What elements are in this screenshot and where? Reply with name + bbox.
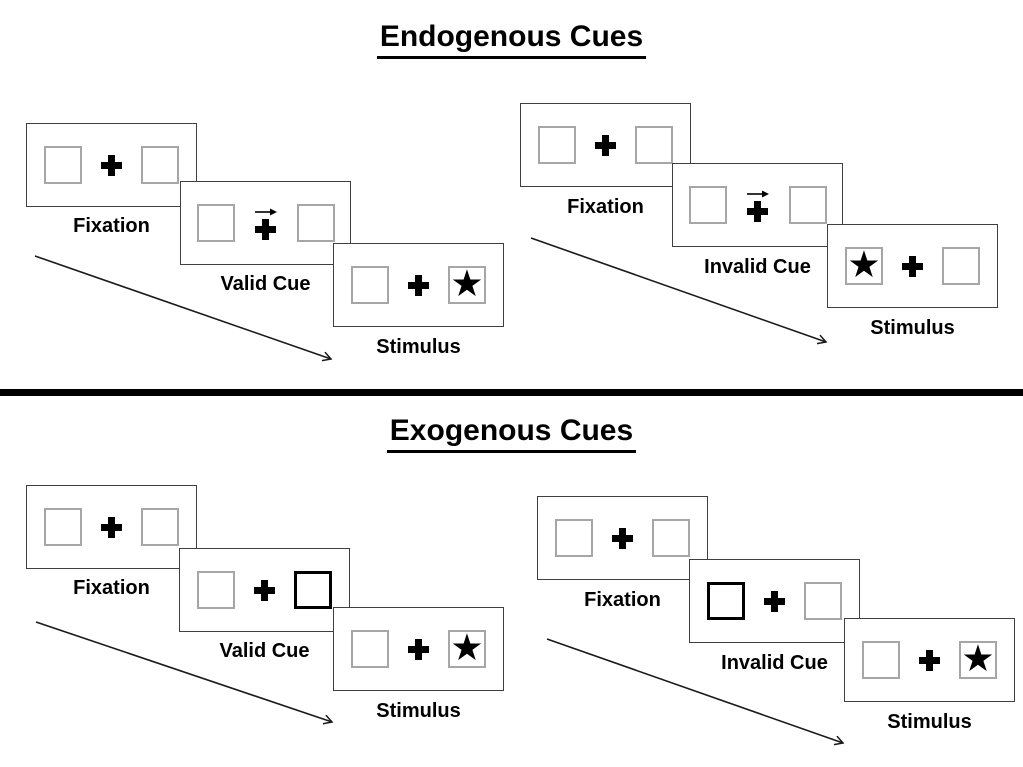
fixation-cross-icon (747, 200, 768, 222)
section-divider (0, 389, 1023, 396)
exo-valid-stimulus-panel: ★ (333, 607, 504, 691)
exogenous-title-text: Exogenous Cues (386, 414, 637, 453)
fixation-cross-icon (101, 516, 122, 538)
star-icon: ★ (961, 636, 995, 680)
fixation-cross-icon (101, 154, 122, 176)
fixation-cross-icon (408, 638, 429, 660)
cue-stack (254, 207, 278, 240)
exo-invalid-cue-panel (689, 559, 860, 643)
right-box (635, 126, 673, 164)
fixation-cross-icon (919, 649, 940, 671)
exo-invalid-stimulus-panel: ★ (844, 618, 1015, 702)
right-box-with-star: ★ (959, 636, 997, 680)
panel-label: Invalid Cue (721, 652, 828, 674)
sequence-arrow (34, 255, 338, 364)
right-box-with-star: ★ (448, 261, 486, 305)
right-box (141, 508, 179, 546)
panel-label: Stimulus (870, 317, 955, 339)
panel-label: Fixation (73, 577, 150, 599)
right-box (296, 204, 335, 242)
panel-label: Stimulus (376, 700, 461, 722)
endo-valid-fixation-panel (26, 123, 197, 207)
fixation-cross-icon (254, 579, 275, 601)
star-icon: ★ (847, 242, 881, 286)
sequence-arrow (546, 638, 849, 749)
right-box (141, 146, 179, 184)
left-box (538, 126, 576, 164)
endo-invalid-stimulus-panel: ★ (827, 224, 998, 308)
fixation-cross-icon (612, 527, 633, 549)
exogenous-section-title: Exogenous Cues (0, 414, 1023, 453)
endo-invalid-fixation-panel (520, 103, 691, 187)
panel-label: Valid Cue (219, 640, 310, 662)
panel-label: Invalid Cue (704, 256, 811, 278)
endo-valid-cue-panel (180, 181, 351, 265)
fixation-cross-icon (595, 134, 616, 156)
star-icon: ★ (450, 625, 484, 669)
left-box (688, 186, 727, 224)
sequence-arrow (35, 621, 338, 728)
highlighted-left-box (707, 582, 745, 620)
left-box (44, 508, 82, 546)
endo-invalid-cue-panel (672, 163, 843, 247)
fixation-cross-icon (408, 274, 429, 296)
left-box-with-star: ★ (845, 242, 883, 286)
right-arrow-icon (254, 208, 277, 215)
fixation-cross-icon (764, 590, 785, 612)
sequence-arrow (530, 237, 832, 348)
endo-valid-stimulus-panel: ★ (333, 243, 504, 327)
right-box-with-star: ★ (448, 625, 486, 669)
right-arrow-icon (746, 190, 769, 197)
left-box (351, 266, 389, 304)
left-box (196, 204, 235, 242)
panel-label: Fixation (73, 215, 150, 237)
right-box (804, 582, 842, 620)
right-box (942, 247, 980, 285)
left-box (197, 571, 235, 609)
star-icon: ★ (450, 261, 484, 305)
left-box (44, 146, 82, 184)
exo-valid-fixation-panel (26, 485, 197, 569)
panel-label: Fixation (567, 196, 644, 218)
exo-invalid-fixation-panel (537, 496, 708, 580)
panel-label: Fixation (584, 589, 661, 611)
fixation-cross-icon (255, 218, 276, 240)
panel-label: Stimulus (376, 336, 461, 358)
cue-stack (746, 189, 770, 222)
left-box (555, 519, 593, 557)
endogenous-title-text: Endogenous Cues (376, 20, 647, 59)
highlighted-right-box (294, 571, 332, 609)
panel-label: Valid Cue (220, 273, 311, 295)
fixation-cross-icon (902, 255, 923, 277)
endogenous-section-title: Endogenous Cues (0, 20, 1023, 59)
right-box (652, 519, 690, 557)
panel-label: Stimulus (887, 711, 972, 733)
left-box (351, 630, 389, 668)
right-box (788, 186, 827, 224)
left-box (862, 641, 900, 679)
exo-valid-cue-panel (179, 548, 350, 632)
